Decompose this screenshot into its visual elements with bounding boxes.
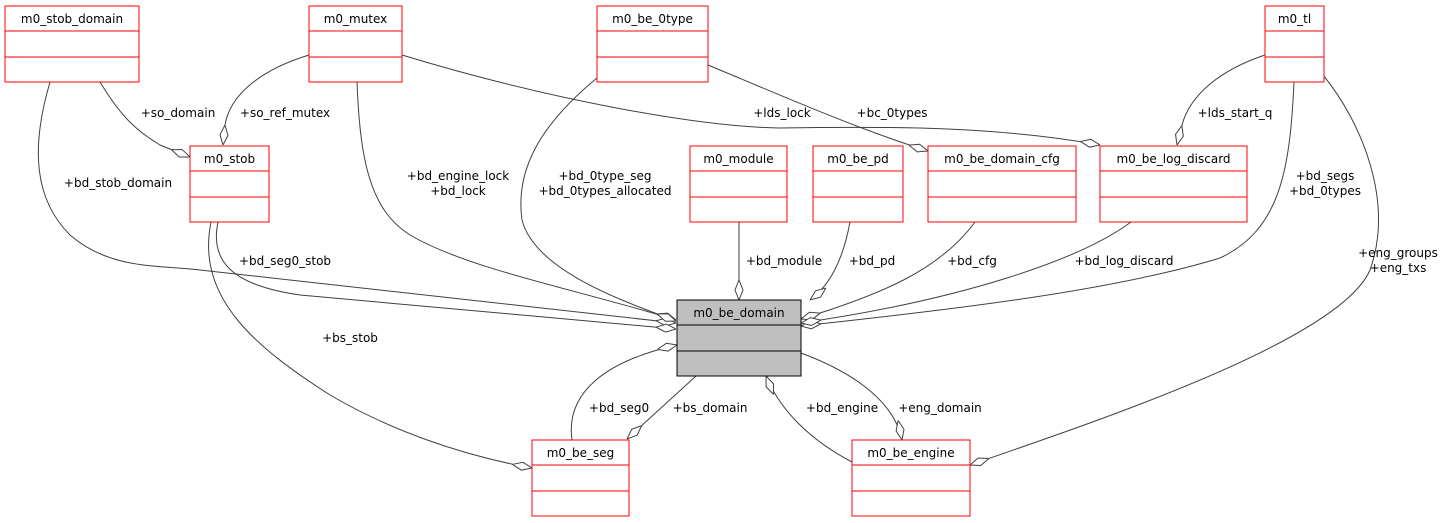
edge-label: +eng_txs <box>1370 261 1427 275</box>
edge-bc-0types <box>707 64 928 151</box>
edge-so-ref-mutex <box>223 54 310 145</box>
edge-label: +bd_lock <box>430 184 486 198</box>
edge-label: +bd_seg0_stob <box>239 254 331 268</box>
node-m0-mutex[interactable]: m0_mutex <box>308 5 403 83</box>
edge-bd-pd <box>810 221 851 300</box>
edge-bd-cfg <box>801 221 976 319</box>
edge-label: +so_ref_mutex <box>240 106 330 120</box>
edge-bd-stob-domain <box>37 81 676 323</box>
node-m0-be-domain-cfg[interactable]: m0_be_domain_cfg <box>927 145 1077 223</box>
edge-label: +bd_cfg <box>947 254 997 268</box>
edge-label: +bd_pd <box>849 254 896 268</box>
node-title: m0_be_pd <box>827 152 889 166</box>
node-m0-be-0type[interactable]: m0_be_0type <box>596 5 709 83</box>
edge-label: +bd_engine_lock <box>407 169 509 183</box>
edge-bd-engine <box>766 376 853 463</box>
edge-label: +bd_0type_seg <box>559 169 652 183</box>
node-title: m0_be_domain <box>693 306 784 320</box>
edge-label: +bs_domain <box>673 401 748 415</box>
edge-label: +lds_start_q <box>1198 106 1273 120</box>
edge-eng-groups <box>970 74 1379 465</box>
edge-bd-seg0 <box>570 345 677 441</box>
node-title: m0_be_engine <box>867 446 954 460</box>
edge-label: +bc_0types <box>857 106 928 120</box>
edge-labels: +bd_stob_domain +so_domain +so_ref_mutex… <box>64 106 1438 415</box>
node-m0-be-engine[interactable]: m0_be_engine <box>851 439 971 517</box>
node-m0-be-pd[interactable]: m0_be_pd <box>812 145 904 223</box>
node-m0-stob-domain[interactable]: m0_stob_domain <box>4 5 140 83</box>
node-m0-be-log-discard[interactable]: m0_be_log_discard <box>1099 145 1248 223</box>
edge-label: +bd_seg0 <box>589 401 649 415</box>
node-m0-module[interactable]: m0_module <box>689 145 788 223</box>
node-title: m0_be_0type <box>612 12 693 26</box>
node-m0-tl[interactable]: m0_tl <box>1264 5 1325 83</box>
edge-bs-domain <box>627 375 697 439</box>
edge-label: +bd_0types_allocated <box>538 184 671 198</box>
edge-label: +bs_stob <box>322 331 378 345</box>
node-title: m0_tl <box>1278 12 1311 26</box>
edge-eng-domain <box>800 352 902 440</box>
edge-label: +bd_segs <box>1296 169 1355 183</box>
node-title: m0_be_log_discard <box>1116 152 1230 166</box>
edge-bd-lock <box>356 81 676 320</box>
edges <box>37 54 1379 468</box>
edge-label: +so_domain <box>141 106 216 120</box>
node-title: m0_stob_domain <box>21 12 123 26</box>
edge-bd-0type-seg <box>520 77 676 321</box>
edge-label: +eng_groups <box>1358 246 1438 260</box>
node-title: m0_be_domain_cfg <box>944 152 1060 166</box>
node-title: m0_be_seg <box>547 446 615 460</box>
edge-label: +bd_0types <box>1289 184 1361 198</box>
node-m0-be-domain[interactable]: m0_be_domain <box>676 299 802 377</box>
node-m0-stob[interactable]: m0_stob <box>189 145 270 223</box>
node-title: m0_mutex <box>324 12 388 26</box>
node-title: m0_module <box>703 152 773 166</box>
edge-label: +bd_engine <box>806 401 878 415</box>
edge-bd-log-discard <box>801 221 1132 323</box>
edge-bd-seg0-stob <box>215 221 676 329</box>
edge-lds-lock <box>401 54 1100 145</box>
node-title: m0_stob <box>204 152 255 166</box>
edge-bs-stob <box>208 221 532 468</box>
edge-bd-segs <box>801 81 1295 326</box>
node-m0-be-seg[interactable]: m0_be_seg <box>531 439 630 517</box>
edge-label: +eng_domain <box>898 401 982 415</box>
edge-label: +bd_module <box>746 254 822 268</box>
edge-label: +bd_stob_domain <box>64 176 172 190</box>
edge-label: +bd_log_discard <box>1074 254 1173 268</box>
edge-label: +lds_lock <box>753 106 811 120</box>
edge-lds-start-q <box>1177 54 1266 145</box>
edge-so-domain <box>99 81 190 157</box>
